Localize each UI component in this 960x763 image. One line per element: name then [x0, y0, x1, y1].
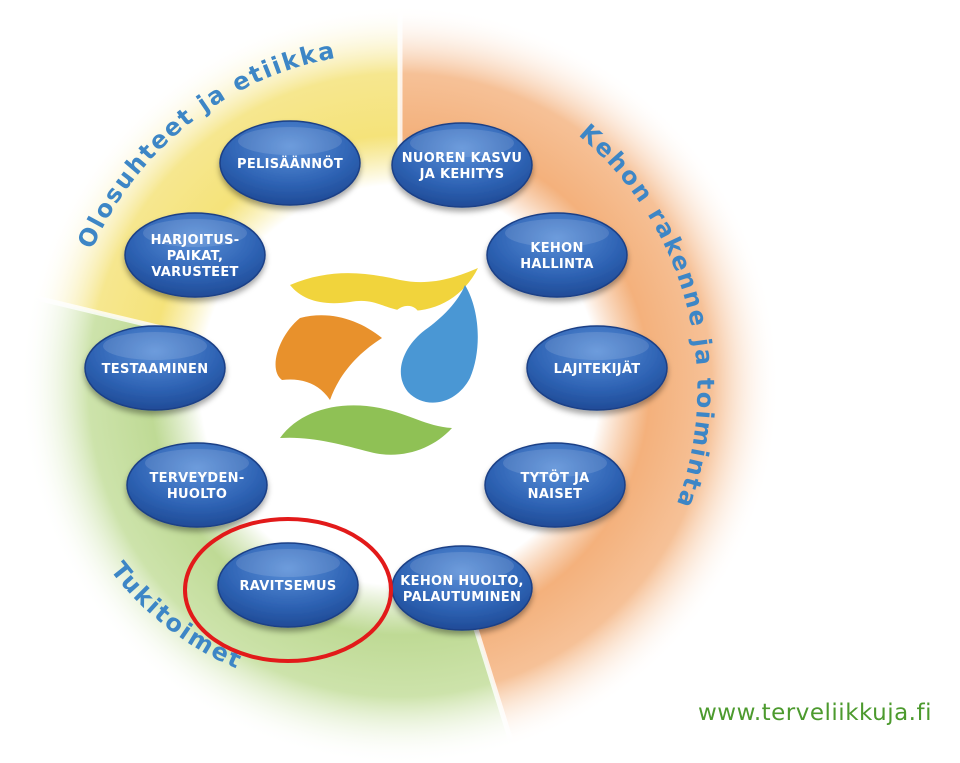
- topic-label: RAVITSEMUS: [239, 579, 336, 594]
- oval-gloss: [103, 332, 207, 360]
- oval-gloss: [505, 219, 609, 247]
- topic-label: NAISET: [528, 487, 583, 502]
- website-url[interactable]: www.terveliikkuja.fi: [698, 700, 932, 726]
- highlight-ring: [183, 517, 393, 663]
- terveliikkuja-logo: [275, 268, 478, 455]
- topic-label: HUOLTO: [167, 487, 227, 502]
- topic-label: PAIKAT,: [167, 249, 223, 264]
- topic-label: JA KEHITYS: [419, 167, 505, 182]
- oval-gloss: [143, 219, 247, 247]
- topic-oval: [84, 325, 226, 411]
- topic-label: LAJITEKIJÄT: [554, 361, 641, 377]
- topic-oval: [526, 325, 668, 411]
- topic-label: KEHON HUOLTO,: [400, 574, 523, 589]
- topic-lajitekijat[interactable]: LAJITEKIJÄT: [526, 325, 668, 411]
- oval-gloss: [410, 552, 514, 580]
- topic-oval: [486, 212, 628, 298]
- topic-oval: [126, 442, 268, 528]
- topic-oval: [124, 212, 266, 298]
- topic-kehon-huolto[interactable]: KEHON HUOLTO,PALAUTUMINEN: [391, 545, 533, 631]
- topic-terveydenhuolto[interactable]: TERVEYDEN-HUOLTO: [126, 442, 268, 528]
- topic-label: PELISÄÄNNÖT: [237, 156, 343, 172]
- topic-label: PALAUTUMINEN: [403, 590, 521, 605]
- topic-harjoituspaikat[interactable]: HARJOITUS-PAIKAT,VARUSTEET: [124, 212, 266, 298]
- oval-gloss: [545, 332, 649, 360]
- topic-label: HARJOITUS-: [151, 233, 240, 248]
- oval-gloss: [238, 127, 342, 155]
- oval-gloss: [145, 449, 249, 477]
- topic-label: TESTAAMINEN: [102, 362, 209, 377]
- topic-ravitsemus[interactable]: RAVITSEMUS: [217, 542, 359, 628]
- topic-label: HALLINTA: [520, 257, 594, 272]
- topic-oval: [217, 542, 359, 628]
- topic-label: TERVEYDEN-: [149, 471, 244, 486]
- topic-oval: [219, 120, 361, 206]
- oval-gloss: [410, 129, 514, 157]
- topic-oval: [391, 122, 533, 208]
- topic-label: TYTÖT JA: [521, 470, 590, 486]
- topic-label: KEHON: [530, 241, 583, 256]
- topic-pelisaannot[interactable]: PELISÄÄNNÖT: [219, 120, 361, 206]
- topic-testaaminen[interactable]: TESTAAMINEN: [84, 325, 226, 411]
- topic-label: VARUSTEET: [151, 265, 238, 280]
- topic-oval: [484, 442, 626, 528]
- oval-gloss: [503, 449, 607, 477]
- topic-label: NUOREN KASVU: [402, 151, 523, 166]
- oval-gloss: [236, 549, 340, 577]
